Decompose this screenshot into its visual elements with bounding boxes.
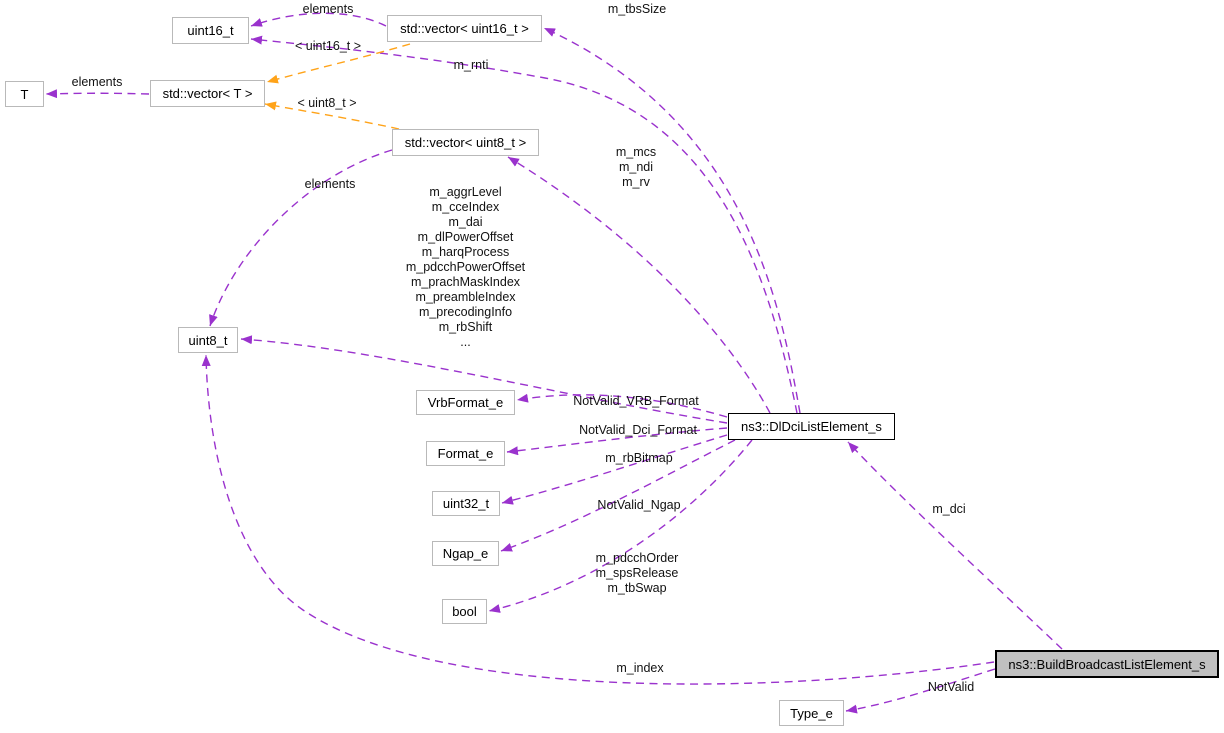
edge-label-notvalid-vrb-format: NotValid_VRB_Format <box>573 394 699 408</box>
node-t: T <box>5 81 44 107</box>
edge-label-elements-t: elements <box>71 75 123 89</box>
edge-label-elements-mid: elements <box>304 177 356 191</box>
node-ngap-e: Ngap_e <box>432 541 499 566</box>
edge-elements-vect-t <box>45 89 150 99</box>
node-type-e: Type_e <box>779 700 844 726</box>
edge-label-template-uint16: < uint16_t > <box>294 39 362 53</box>
edge-notvalid-ngap <box>500 439 736 552</box>
edge-label-template-uint8: < uint8_t > <box>297 96 357 110</box>
edge-m-tbsSize <box>543 27 801 414</box>
node-uint16-t: uint16_t <box>172 17 249 44</box>
node-dldcilistelement-s[interactable]: ns3::DlDciListElement_s <box>728 413 895 440</box>
edge-template-uint16 <box>266 43 411 84</box>
edge-m-rnti <box>250 35 798 414</box>
edge-label-m-rnti: m_rnti <box>453 58 489 72</box>
edge-m-dci <box>847 441 1063 650</box>
node-std-vector-uint16-t: std::vector< uint16_t > <box>387 15 542 42</box>
node-vrbformat-e: VrbFormat_e <box>416 390 515 415</box>
edge-label-bool-fields: m_pdcchOrder m_spsRelease m_tbSwap <box>595 551 679 595</box>
node-bool: bool <box>442 599 487 624</box>
edge-bool-fields <box>488 439 753 613</box>
edge-label-m-dci: m_dci <box>932 502 966 516</box>
edge-label-m-rbBitmap: m_rbBitmap <box>605 451 673 465</box>
edge-notvalid-dci-format <box>506 427 728 456</box>
edge-label-notvalid-ngap: NotValid_Ngap <box>597 498 681 512</box>
edge-m-index <box>201 354 995 685</box>
edge-label-notvalid-dci-format: NotValid_Dci_Format <box>579 423 697 437</box>
edge-template-uint8 <box>264 101 400 130</box>
edge-label-elements-top: elements <box>302 2 354 16</box>
edge-notvalid-type <box>845 668 996 714</box>
node-uint32-t: uint32_t <box>432 491 500 516</box>
edge-m-rbBitmap <box>501 434 728 505</box>
edge-label-m-mcs-ndi-rv: m_mcs m_ndi m_rv <box>615 145 657 189</box>
node-buildbroadcastlistelement-s: ns3::BuildBroadcastListElement_s <box>995 650 1219 678</box>
edge-label-notvalid-type: NotValid <box>927 680 975 694</box>
edge-label-m-index: m_index <box>616 661 664 675</box>
edge-m-mcs-ndi-rv <box>507 156 771 414</box>
node-uint8-t: uint8_t <box>178 327 238 353</box>
edge-label-dci-fields: m_aggrLevel m_cceIndex m_dai m_dlPowerOf… <box>405 185 526 349</box>
edge-notvalid-vrb-format <box>516 393 728 418</box>
edge-label-m-tbsSize: m_tbsSize <box>607 2 667 16</box>
edge-elements-vec8-uint8 <box>209 149 393 327</box>
edge-dci-fields-uint8 <box>240 335 728 424</box>
node-format-e: Format_e <box>426 441 505 466</box>
node-std-vector-uint8-t: std::vector< uint8_t > <box>392 129 539 156</box>
node-std-vector-t: std::vector< T > <box>150 80 265 107</box>
